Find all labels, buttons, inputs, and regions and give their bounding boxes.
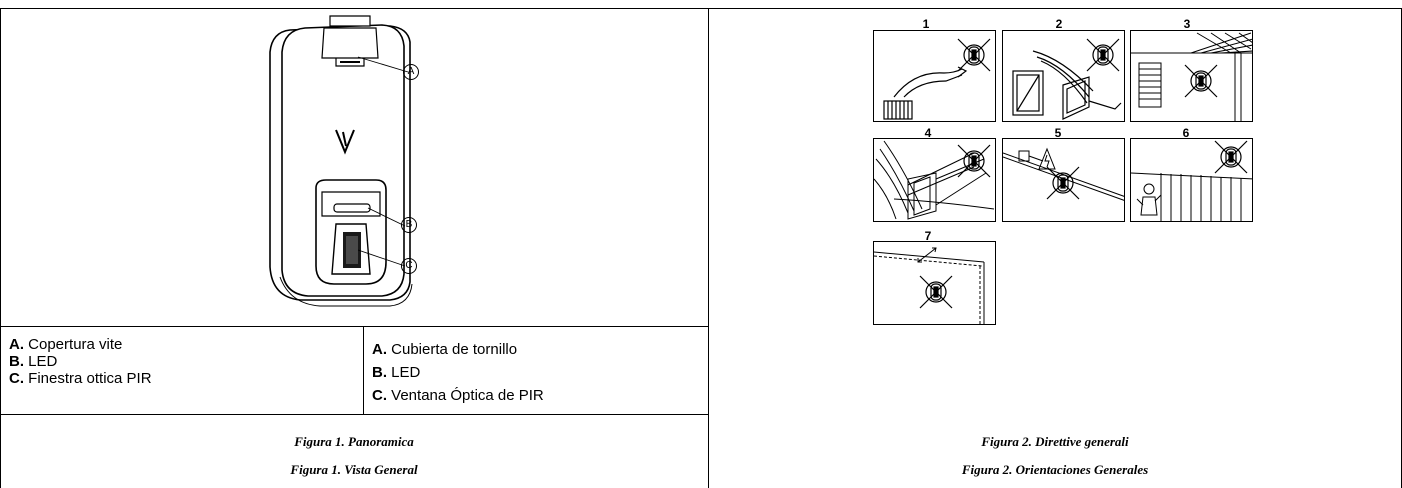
guideline-panel-6 — [1130, 138, 1253, 222]
table-border-left — [0, 8, 1, 488]
device-illustration — [269, 15, 413, 307]
legend-item: C. Ventana Óptica de PIR — [372, 387, 544, 404]
guideline-panel-2 — [1002, 30, 1125, 122]
prohibited-sensor-icon — [1086, 38, 1120, 72]
caption-top-rule — [0, 414, 709, 415]
guideline-panel-3 — [1130, 30, 1253, 122]
legend-spanish: A. Cubierta de tornillo B. LED C. Ventan… — [372, 338, 544, 407]
prohibited-sensor-icon — [1046, 166, 1080, 200]
figure1-caption-it: Figura 1. Panoramica — [294, 434, 414, 449]
prohibited-sensor-icon — [1214, 140, 1248, 174]
guideline-panel-1 — [873, 30, 996, 122]
legend-item: A. Cubierta de tornillo — [372, 341, 518, 358]
panel-number: 3 — [1183, 17, 1191, 31]
callout-a: A — [403, 64, 419, 80]
table-divider-vertical — [708, 8, 709, 488]
panel-number: 6 — [1182, 126, 1190, 140]
prohibited-sensor-icon — [919, 275, 953, 309]
legend-item: C. Finestra ottica PIR — [9, 370, 152, 387]
panel-number: 5 — [1054, 126, 1062, 140]
prohibited-sensor-icon — [957, 144, 991, 178]
figure1-caption-es: Figura 1. Vista General — [290, 462, 418, 477]
figure2-caption-it: Figura 2. Direttive generali — [981, 434, 1129, 449]
guideline-panel-7 — [873, 241, 996, 325]
panel-number: 4 — [924, 126, 932, 140]
callout-c: C — [401, 258, 417, 274]
legend-item: A. Copertura vite — [9, 336, 123, 353]
panel-number: 2 — [1055, 17, 1063, 31]
table-border-top — [0, 8, 1402, 9]
prohibited-sensor-icon — [1184, 64, 1218, 98]
legend-italian: A. Copertura vite B. LED C. Finestra ott… — [9, 336, 152, 387]
legend-top-rule — [0, 326, 709, 327]
panel-number: 1 — [922, 17, 930, 31]
figure2-caption-es: Figura 2. Orientaciones Generales — [961, 462, 1149, 477]
callout-b: B — [401, 217, 417, 233]
panel-number: 7 — [924, 229, 932, 243]
legend-divider — [363, 326, 364, 414]
legend-item: B. LED — [9, 353, 58, 370]
legend-item: B. LED — [372, 364, 421, 381]
guideline-panel-4 — [873, 138, 996, 222]
guideline-panel-5 — [1002, 138, 1125, 222]
prohibited-sensor-icon — [957, 38, 991, 72]
